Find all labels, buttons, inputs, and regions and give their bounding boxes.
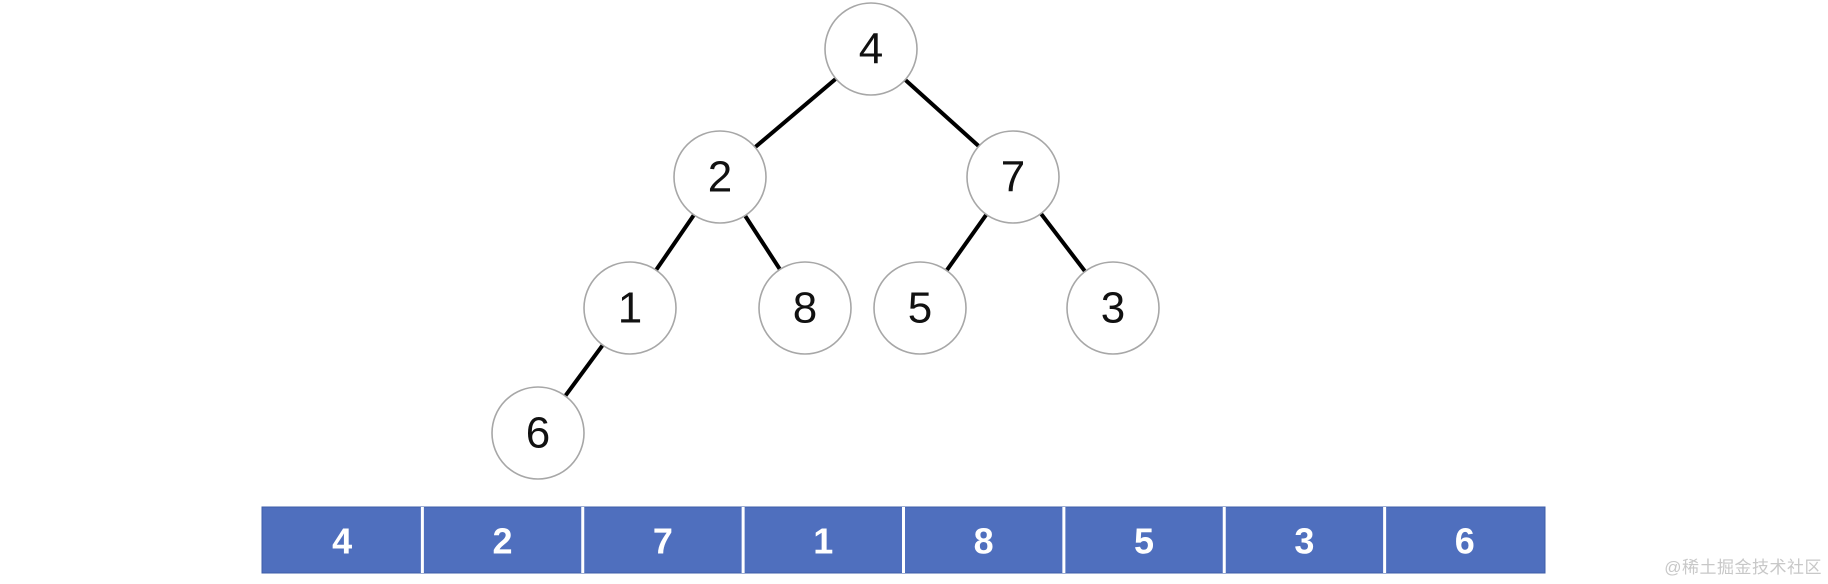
tree-node-3 <box>1066 261 1160 355</box>
tree-node-7 <box>966 130 1060 224</box>
tree-node-8 <box>758 261 852 355</box>
tree-node-label-2: 2 <box>708 153 732 202</box>
watermark-text: @稀土掘金技术社区 <box>1664 558 1822 577</box>
array-cell-label-3: 1 <box>813 521 833 562</box>
tree-node-1 <box>583 261 677 355</box>
array-cell-label-2: 7 <box>653 521 673 562</box>
tree-node-2 <box>673 130 767 224</box>
array-cell-label-0: 4 <box>332 521 352 562</box>
array-cell-label-7: 6 <box>1455 521 1475 562</box>
tree-node-label-1: 1 <box>618 284 642 333</box>
tree-node-4 <box>824 2 918 96</box>
array-cell-label-6: 3 <box>1294 521 1314 562</box>
tree-node-label-8: 8 <box>793 284 817 333</box>
tree-node-label-5: 5 <box>908 284 932 333</box>
tree-node-label-6: 6 <box>526 409 550 458</box>
tree-node-label-7: 7 <box>1001 153 1025 202</box>
tree-node-label-4: 4 <box>859 25 883 74</box>
array-cell-label-4: 8 <box>974 521 994 562</box>
array-cell-label-5: 5 <box>1134 521 1154 562</box>
array-cell-label-1: 2 <box>493 521 513 562</box>
tree-node-label-3: 3 <box>1101 284 1125 333</box>
tree-node-5 <box>873 261 967 355</box>
tree-node-6 <box>491 386 585 480</box>
